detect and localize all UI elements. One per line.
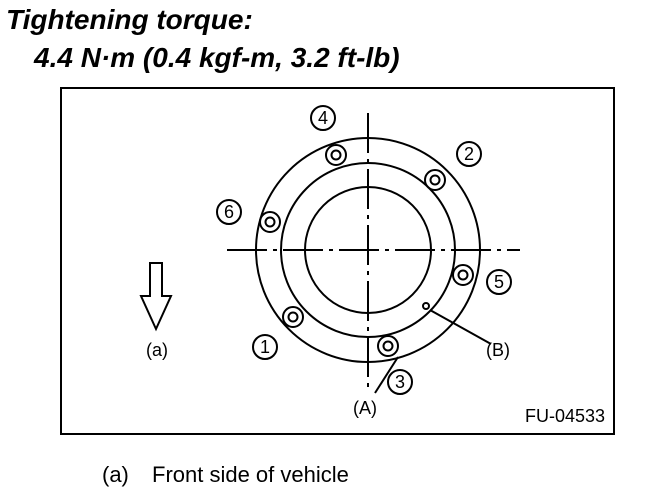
- number-circle-4: [310, 105, 336, 131]
- torque-heading: Tightening torque:: [6, 4, 253, 35]
- torque-value: 4.4 N·m (0.4 kgf-m, 3.2 ft-lb): [34, 42, 400, 73]
- bolt-4: [325, 144, 347, 166]
- bolt-number-1: 1: [260, 337, 270, 357]
- number-circle-3: [387, 369, 413, 395]
- label-b: (B): [486, 340, 510, 360]
- caption: (a) Front side of vehicle: [102, 462, 349, 488]
- bolt-1: [282, 306, 304, 328]
- bolt-number-2: 2: [464, 144, 474, 164]
- bolt-5: [452, 264, 474, 286]
- outer-flange-ring: [255, 137, 481, 363]
- label-a: (A): [353, 398, 377, 418]
- diagram-frame: 4 2 6 5 1 3 (a) (A) (B) FU-04533: [60, 87, 615, 435]
- bolt-6: [259, 211, 281, 233]
- number-circle-2: [456, 141, 482, 167]
- middle-ring: [280, 162, 456, 338]
- front-arrow-label: (a): [146, 340, 168, 360]
- bolt-pattern-diagram: 4 2 6 5 1 3 (a) (A) (B): [139, 105, 520, 418]
- bolt-number-5: 5: [494, 272, 504, 292]
- bolt-number-3: 3: [395, 372, 405, 392]
- bolt-2: [424, 169, 446, 191]
- bolt-number-4: 4: [318, 108, 328, 128]
- number-circle-5: [486, 269, 512, 295]
- marker-b: [422, 302, 430, 310]
- leader-b: [429, 309, 492, 345]
- number-circle-6: [216, 199, 242, 225]
- number-circle-1: [252, 334, 278, 360]
- caption-key: (a): [102, 462, 129, 487]
- inner-opening-ring: [304, 186, 432, 314]
- front-arrow-shape: [139, 262, 173, 332]
- caption-text: Front side of vehicle: [152, 462, 349, 487]
- leader-a: [374, 356, 399, 394]
- bolt-3: [377, 335, 399, 357]
- figure-id: FU-04533: [524, 406, 605, 426]
- bolt-number-6: 6: [224, 202, 234, 222]
